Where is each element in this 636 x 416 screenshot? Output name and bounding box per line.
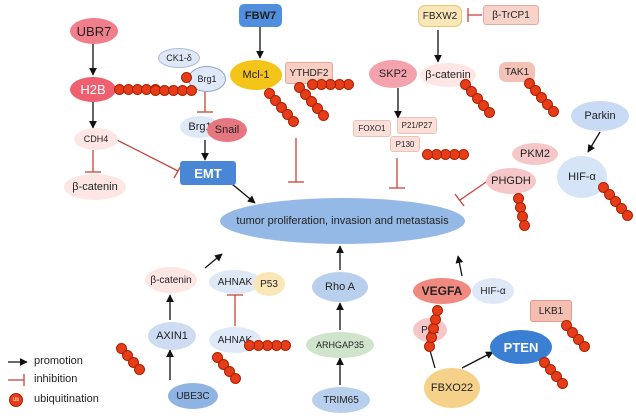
ubiquitin-bead-icon xyxy=(530,85,541,96)
ubiquitin-bead-icon xyxy=(294,82,305,93)
ubiquitin-bead-icon xyxy=(598,182,609,193)
ubiquitin-bead-icon xyxy=(484,107,495,118)
emt-node: EMT xyxy=(180,161,236,185)
axin1-node: AXIN1 xyxy=(148,322,196,350)
arhgap35-node: ARHGAP35 xyxy=(306,332,374,358)
arrow-vegfa-tumor xyxy=(455,255,464,277)
tumor-outcome-node: tumor proliferation, invasion and metast… xyxy=(220,198,465,244)
ubiquitin-bead-icon xyxy=(312,103,323,114)
ubiquitin-bead-icon xyxy=(134,364,145,375)
ubiquitin-bead-icon xyxy=(212,352,223,363)
ubiquitin-bead-icon xyxy=(557,378,568,389)
ubiquitin-bead-icon xyxy=(604,189,615,200)
ubr7-node: UBR7 xyxy=(70,18,118,44)
p53-node: P53 xyxy=(253,272,285,296)
ubiquitin-bead-icon xyxy=(288,116,299,127)
ubiquitin-bead-icon xyxy=(567,327,578,338)
ubiquitin-bead-icon xyxy=(276,102,287,113)
trim65-node: TRIM65 xyxy=(312,387,370,413)
fbxw2-node: FBXW2 xyxy=(418,5,462,27)
ubiquitin-bead-icon xyxy=(610,196,621,207)
ubiquitin-bead-icon xyxy=(519,220,530,231)
ubiquitin-bead-icon xyxy=(579,341,590,352)
legend-inhibition-label: inhibition xyxy=(34,373,78,385)
ubiquitin-bead-icon xyxy=(561,320,572,331)
ubiquitin-bead-icon xyxy=(616,203,627,214)
ubiquitin-bead-icon xyxy=(306,96,317,107)
arrow-parkin-hifalpha xyxy=(587,131,601,153)
beta-trcp1-node: β-TrCP1 xyxy=(483,5,539,25)
p130-node: P130 xyxy=(390,136,420,152)
ubiquitin-bead-icon xyxy=(548,106,559,117)
pkm2-node: PKM2 xyxy=(512,143,558,165)
beta-catenin-left-node: β-catenin xyxy=(64,174,126,200)
ubiquitin-bead-icon xyxy=(318,110,329,121)
ubiquitin-bead-icon xyxy=(472,93,483,104)
ubiquitin-bead-icon xyxy=(300,89,311,100)
vegfa-node: VEGFA xyxy=(413,278,471,304)
ck1-delta-node: CK1-δ xyxy=(158,48,200,68)
phgdh-node: PHGDH xyxy=(486,168,536,194)
ubiquitin-bead-icon xyxy=(264,88,275,99)
arrow-betacatenin-tumor xyxy=(204,253,223,269)
hif-alpha-bottom-node: HIF-α xyxy=(472,278,514,304)
arrow-fbxo22-pten xyxy=(461,351,494,369)
legend-ubiquitination-label: ubiquitination xyxy=(34,393,99,405)
ubiquitin-bead-icon xyxy=(545,364,556,375)
promotion-arrows xyxy=(8,27,601,385)
ubiquitin-bead-icon xyxy=(478,100,489,111)
legend-ub-icon: Ub xyxy=(9,393,23,407)
ubiquitin-bead-icon xyxy=(573,334,584,345)
rhoa-node: Rho A xyxy=(312,272,368,302)
legend: promotion inhibition Ub ubiquitination xyxy=(0,350,140,416)
ubiquitin-bead-icon xyxy=(422,149,433,160)
fbxo22-node: FBXO22 xyxy=(424,368,480,408)
inhibit-phgdh-tumor-bar xyxy=(454,193,465,207)
ubiquitin-bead-icon xyxy=(622,210,633,221)
snail-node: Snail xyxy=(207,118,247,142)
ubiquitin-bead-icon xyxy=(244,340,255,351)
ubiquitin-bead-icon xyxy=(116,343,127,354)
ubiquitin-bead-icon xyxy=(282,109,293,120)
cdh4-node: CDH4 xyxy=(74,128,118,150)
ubiquitin-bead-icon xyxy=(181,72,192,83)
parkin-node: Parkin xyxy=(571,101,629,131)
lkb1-node: LKB1 xyxy=(530,300,572,322)
arrow-emt-tumor xyxy=(231,183,256,204)
beta-catenin-bottom-node: β-catenin xyxy=(145,267,197,293)
fbw7-node: FBW7 xyxy=(239,4,282,27)
mcl1-node: Mcl-1 xyxy=(230,60,282,90)
skp2-node: SKP2 xyxy=(369,60,417,88)
ubiquitin-bead-icon xyxy=(122,350,133,361)
ubiquitin-bead-icon xyxy=(218,359,229,370)
ubiquitin-bead-icon xyxy=(230,373,241,384)
p21-p27-node: P21/P27 xyxy=(397,117,437,134)
ubiquitin-bead-icon xyxy=(460,79,471,90)
ubiquitin-bead-icon xyxy=(466,86,477,97)
foxo1-node: FOXO1 xyxy=(353,120,391,137)
ahnak-top-node: AHNAK xyxy=(209,270,261,294)
ubiquitin-bead-icon xyxy=(270,95,281,106)
ubiquitin-bead-icon xyxy=(539,357,550,368)
ubiquitin-bead-icon xyxy=(432,305,443,316)
legend-promotion-label: promotion xyxy=(34,355,83,367)
ubiquitin-bead-icon xyxy=(224,366,235,377)
beta-catenin-top-node: β-catenin xyxy=(420,63,476,87)
ubiquitin-bead-icon xyxy=(542,99,553,110)
inhibit-cdh4-emt xyxy=(116,139,179,172)
ubiquitin-bead-icon xyxy=(128,357,139,368)
ube3c-node: UBE3C xyxy=(168,383,218,409)
ubiquitin-bead-icon xyxy=(536,92,547,103)
ubiquitin-bead-icon xyxy=(307,79,318,90)
ubiquitin-bead-icon xyxy=(186,85,197,96)
tak1-node: TAK1 xyxy=(499,62,535,82)
ubiquitin-bead-icon xyxy=(551,371,562,382)
h2b-node: H2B xyxy=(70,77,116,102)
ubiquitin-bead-icon xyxy=(524,78,535,89)
